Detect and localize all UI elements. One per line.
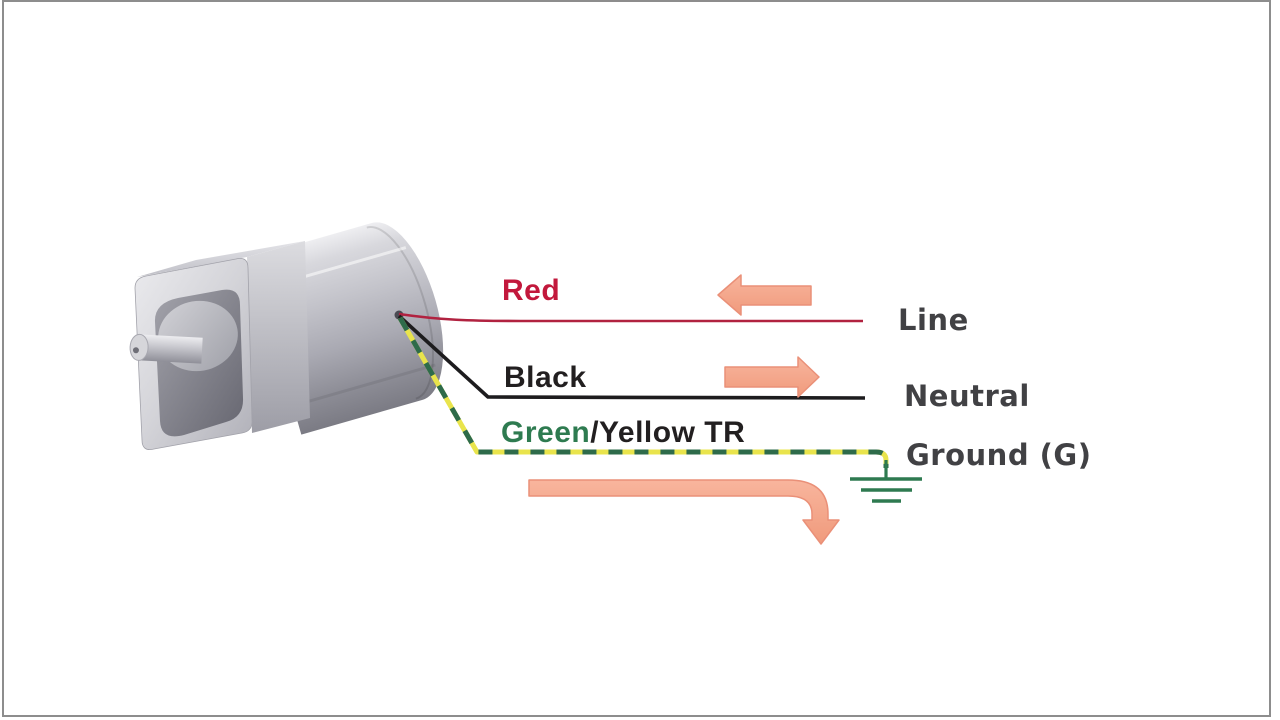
ground-symbol — [850, 460, 922, 503]
shaft-end-cap — [129, 333, 149, 361]
motor-endcap-crease — [366, 226, 434, 400]
red-line-wire — [398, 312, 863, 323]
terminal-label-ground: Ground (G) — [906, 438, 1092, 472]
shaft-center-hole — [132, 347, 139, 354]
wire-label-black: Black — [504, 361, 587, 394]
left-arrow-icon — [717, 274, 812, 316]
ground-wire-green-dashes — [397, 316, 889, 468]
black-neutral-wire — [397, 314, 866, 400]
output-shaft — [137, 334, 203, 364]
gearbox-top-face — [137, 241, 305, 277]
terminal-label-line: Line — [898, 303, 969, 337]
wire-label-green-yellow: Green/Yellow TR — [501, 418, 745, 448]
elbow-down-arrow-icon — [528, 479, 840, 545]
motor-shadow-line — [300, 363, 436, 406]
terminal-label-neutral: Neutral — [904, 379, 1030, 413]
output-shaft-group — [129, 333, 203, 364]
gearmotor-illustration — [129, 222, 444, 450]
wire-label-green-part: Green — [501, 416, 591, 449]
wire-label-yellow-tr-part: /Yellow TR — [590, 416, 746, 449]
wire-label-red: Red — [502, 274, 561, 307]
right-arrow-icon — [724, 356, 820, 398]
gearbox-side-face — [247, 241, 310, 433]
